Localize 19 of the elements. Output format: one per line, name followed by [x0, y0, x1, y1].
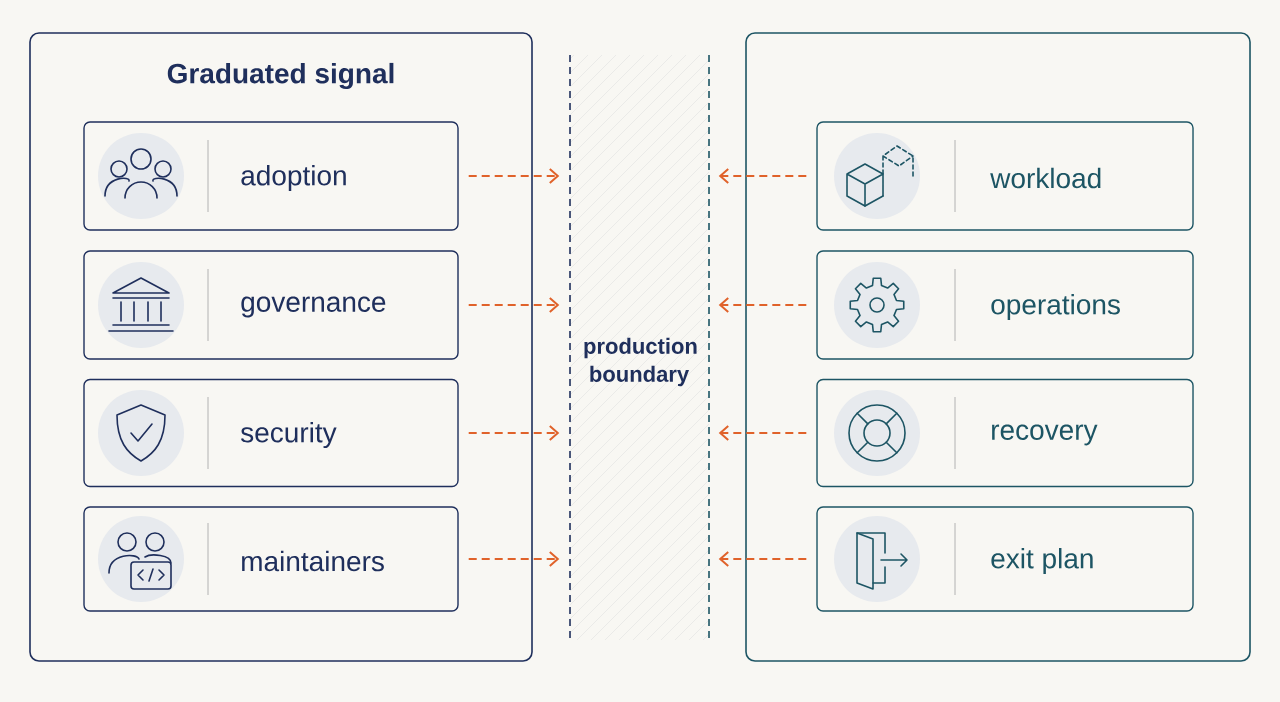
- card: exit plan: [816, 506, 1194, 612]
- card: governance: [83, 250, 459, 360]
- arrow: [718, 551, 808, 567]
- card: adoption: [83, 121, 459, 231]
- card: maintainers: [83, 506, 459, 612]
- arrow: [718, 297, 808, 313]
- card: recovery: [816, 378, 1194, 488]
- card: security: [83, 378, 459, 488]
- panel-title: Graduated signal: [167, 62, 394, 90]
- card: workload: [816, 121, 1194, 231]
- card: operations: [816, 250, 1194, 360]
- arrow: [467, 297, 560, 313]
- arrow: [467, 168, 560, 184]
- arrow: [718, 168, 808, 184]
- arrow: [467, 551, 560, 567]
- arrow: [467, 425, 560, 441]
- arrow: [718, 425, 808, 441]
- boundary-band: production boundary: [569, 54, 710, 641]
- panel: [745, 32, 1251, 662]
